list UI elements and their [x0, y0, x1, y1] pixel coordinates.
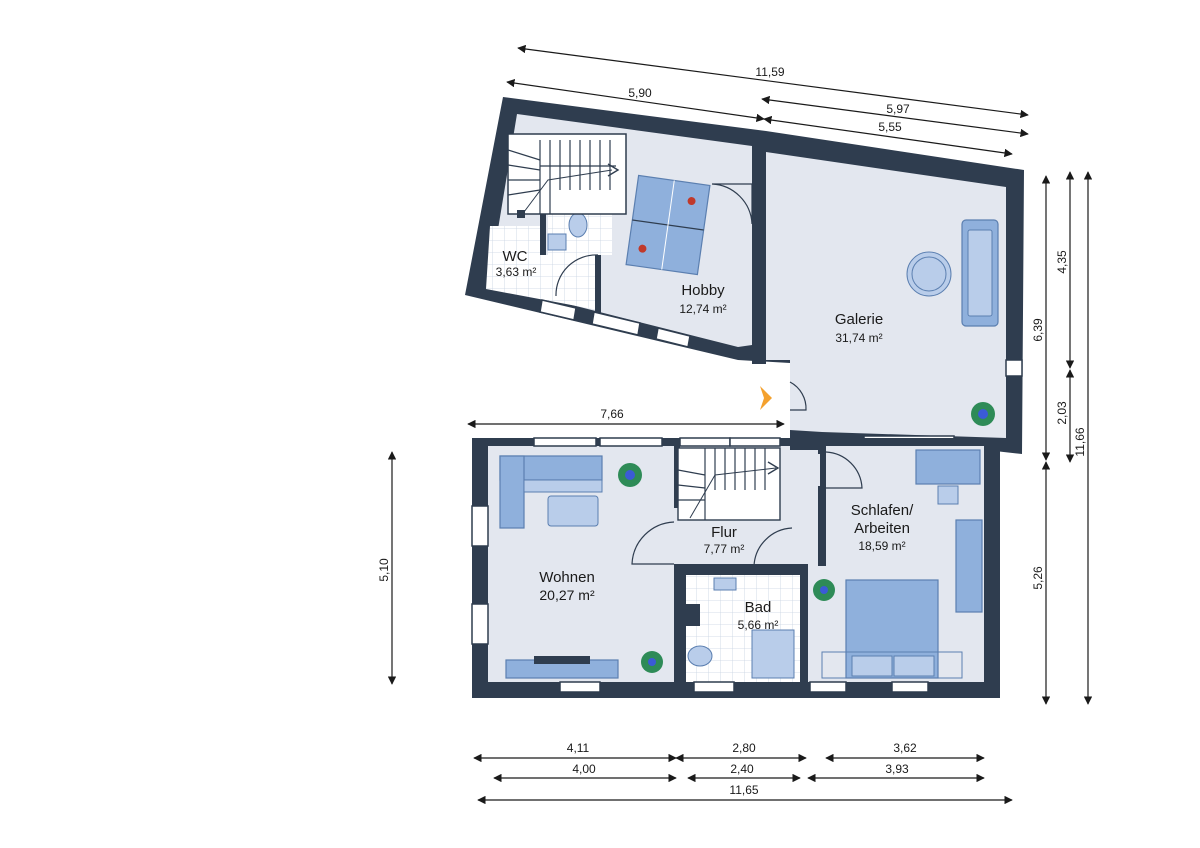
room-name-schlafen-line2: Arbeiten	[854, 520, 910, 537]
schlafen-door	[825, 451, 863, 489]
room-name-wc: WC	[503, 248, 528, 265]
bad-shelf	[686, 604, 700, 626]
entry-door	[789, 381, 807, 411]
room-area-galerie: 31,74 m²	[835, 331, 882, 345]
room-area-hobby: 12,74 m²	[679, 302, 726, 316]
dim-top-right-inner: 5,55	[878, 120, 902, 134]
dim-bottom-outer-2: 2,80	[732, 741, 756, 755]
plant-icon	[641, 651, 663, 673]
hobby-galerie-wall-lower	[752, 232, 766, 364]
dim-top-left: 5,90	[628, 86, 652, 100]
dim-right-upper: 4,35	[1055, 250, 1069, 274]
flur-schlafen-wall-top	[818, 446, 826, 454]
galerie-floor	[766, 152, 1006, 438]
plant-icon	[971, 402, 995, 426]
dim-bottom-total: 11,65	[729, 783, 758, 797]
plant-icon	[618, 463, 642, 487]
room-area-schlafen: 18,59 m²	[858, 539, 905, 553]
lower-wing	[471, 437, 1000, 698]
bad-toilet-icon	[687, 645, 713, 667]
bad-top-wall	[674, 564, 806, 572]
table-tennis-icon	[625, 174, 711, 276]
room-area-wc: 3,63 m²	[496, 265, 537, 279]
bad-right-wall	[800, 564, 808, 684]
coffee-table	[547, 495, 599, 527]
room-name-hobby: Hobby	[681, 282, 725, 299]
wohnen-flur-wall	[674, 446, 680, 508]
shower-icon	[751, 629, 795, 679]
dimension-lines: 11,59 5,90 5,97 5,55 7,66 6,39 4,35 2,03…	[377, 44, 1093, 805]
wc-wall-right	[595, 255, 601, 313]
room-area-wohnen: 20,27 m²	[539, 587, 595, 603]
wc-wall-left	[540, 205, 546, 255]
bad-door	[753, 527, 793, 567]
flur-top-wall	[790, 446, 820, 450]
bad-left-wall	[678, 564, 686, 684]
round-table-icon	[906, 251, 952, 297]
hobby-galerie-wall	[752, 142, 766, 188]
tv-icon	[534, 656, 590, 664]
galerie-sofa-seat	[967, 229, 993, 317]
dim-top-right-outer: 5,97	[886, 102, 910, 116]
lower-staircase	[677, 447, 781, 521]
room-name-wohnen: Wohnen	[539, 569, 595, 586]
desk-chair	[937, 485, 959, 505]
dim-right-mid: 2,03	[1055, 401, 1069, 425]
wohnen-door	[631, 521, 675, 565]
plant-icon	[813, 579, 835, 601]
room-area-flur: 7,77 m²	[704, 542, 745, 556]
dim-mid-left: 7,66	[600, 407, 624, 421]
corner-sofa	[499, 455, 603, 529]
dim-right-total: 11,66	[1073, 427, 1087, 456]
dim-right-lower: 5,26	[1031, 566, 1045, 590]
sink-icon	[547, 233, 567, 251]
flur-schlafen-wall	[818, 486, 826, 566]
wc-floor	[486, 226, 598, 310]
wardrobe	[955, 519, 983, 613]
bed-frame	[821, 651, 963, 679]
room-area-bad: 5,66 m²	[738, 618, 779, 632]
dim-bottom-inner-1: 4,00	[572, 762, 596, 776]
upper-wing	[465, 97, 1024, 454]
dim-bottom-inner-3: 3,93	[885, 762, 909, 776]
entrance-arrow-icon	[760, 386, 772, 410]
dim-bottom-inner-2: 2,40	[730, 762, 754, 776]
lower-windows	[471, 437, 929, 693]
dim-bottom-outer-3: 3,62	[893, 741, 917, 755]
dim-left-lower: 5,10	[377, 558, 391, 582]
room-name-flur: Flur	[711, 524, 737, 541]
room-name-galerie: Galerie	[835, 311, 883, 328]
galerie-door	[711, 183, 753, 225]
dim-bottom-outer-1: 4,11	[567, 741, 590, 755]
pillow-right	[893, 655, 935, 677]
upper-staircase	[507, 133, 627, 218]
pillow-left	[851, 655, 893, 677]
wc-door	[555, 254, 599, 297]
room-name-bad: Bad	[745, 599, 772, 616]
dim-right-full-upper: 6,39	[1031, 318, 1045, 342]
dim-top-total: 11,59	[755, 65, 784, 79]
schlafen-floor-ext	[806, 560, 826, 682]
bad-sink-icon	[713, 577, 737, 591]
room-name-schlafen-line1: Schlafen/	[851, 502, 914, 519]
desk	[915, 449, 981, 485]
toilet-icon	[568, 212, 588, 238]
